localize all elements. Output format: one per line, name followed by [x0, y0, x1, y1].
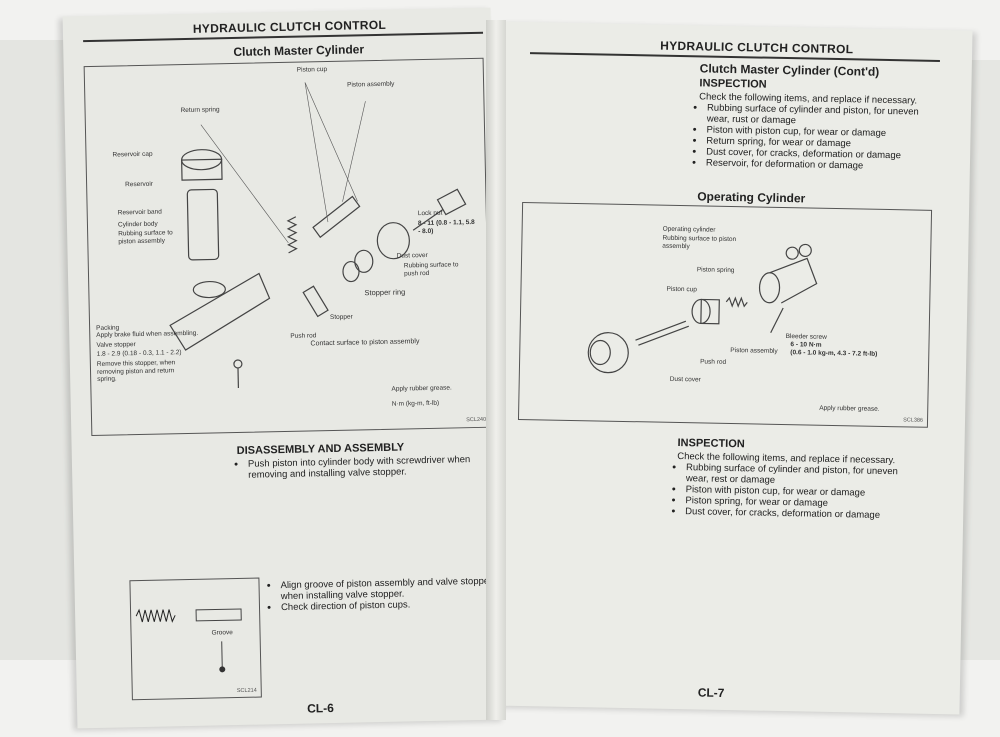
inspection-list: Rubbing surface of cylinder and piston, …: [690, 102, 941, 173]
operating-cylinder-title: Operating Cylinder: [697, 189, 806, 206]
label-stopper-ring: Stopper ring: [364, 287, 406, 298]
page-header: HYDRAULIC CLUTCH CONTROL: [660, 38, 854, 57]
page-header: HYDRAULIC CLUTCH CONTROL: [192, 17, 387, 36]
inspection2-heading: INSPECTION: [677, 437, 745, 451]
label-lock-nut-torque: 8 - 11 (0.8 - 1.1, 5.8 - 8.0): [417, 218, 475, 235]
figure-code: SCL240: [466, 416, 487, 424]
legend-grease: Apply rubber grease.: [819, 404, 880, 413]
inspection-heading: INSPECTION: [699, 77, 767, 91]
label-reservoir-band: Reservoir band: [117, 208, 162, 217]
section-title: Clutch Master Cylinder: [233, 42, 365, 59]
label-bleeder-screw: Bleeder screw: [785, 333, 827, 341]
legend-torque: N·m (kg-m, ft-lb): [391, 399, 440, 408]
label-push-rod: Push rod: [700, 358, 727, 366]
master-cylinder-diagram: Piston cup Piston assembly Return spring…: [83, 57, 492, 437]
section-title: Clutch Master Cylinder (Cont'd): [699, 61, 880, 79]
piston-groove-drawing: [135, 608, 242, 673]
page-number: CL-7: [697, 685, 725, 700]
inspection2-list: Rubbing surface of cylinder and piston, …: [669, 462, 920, 522]
label-piston-spring: Piston spring: [696, 266, 735, 275]
label-dust-cover-note: Rubbing surface to push rod: [403, 261, 459, 277]
operating-cylinder-drawing: [587, 243, 818, 374]
label-dust-cover: Dust cover: [669, 375, 701, 384]
label-cylinder-body-note: Rubbing surface to piston assembly: [118, 229, 173, 245]
label-reservoir: Reservoir: [125, 180, 154, 189]
page-number: CL-6: [306, 701, 334, 716]
label-piston-assembly: Piston assembly: [730, 347, 778, 355]
label-valve-stopper-note: Remove this stopper, when removing pisto…: [96, 359, 176, 383]
label-reservoir-cap: Reservoir cap: [112, 150, 153, 159]
disassembly-heading: DISASSEMBLY AND ASSEMBLY: [236, 441, 405, 458]
left-page: HYDRAULIC CLUTCH CONTROL Clutch Master C…: [62, 7, 506, 729]
label-groove: Groove: [211, 629, 233, 637]
label-operating-cylinder: Operating cylinder: [662, 225, 716, 234]
label-piston-assembly: Piston assembly: [347, 80, 395, 89]
operating-cylinder-diagram: Operating cylinder Rubbing surface to pi…: [517, 201, 933, 428]
figure-code: SCL386: [903, 417, 924, 424]
right-page: HYDRAULIC CLUTCH CONTROL Clutch Master C…: [487, 21, 973, 715]
groove-diagram: Groove SCL214: [129, 577, 262, 701]
list-item: Push piston into cylinder body with scre…: [232, 454, 492, 481]
exploded-view-drawing: [169, 82, 467, 388]
label-return-spring: Return spring: [180, 106, 220, 115]
label-cylinder-body: Cylinder body: [117, 220, 158, 229]
label-valve-stopper: Valve stopper: [96, 341, 136, 349]
book-gutter: [486, 20, 506, 720]
disassembly-list: Push piston into cylinder body with scre…: [232, 454, 492, 481]
label-operating-cylinder-note: Rubbing surface to piston assembly: [662, 234, 737, 250]
assembly-list: Align groove of piston assembly and valv…: [264, 576, 495, 614]
label-push-rod: Push rod: [290, 332, 317, 340]
label-piston-cup: Piston cup: [666, 285, 697, 294]
figure-code: SCL214: [236, 687, 257, 695]
label-dust-cover: Dust cover: [396, 251, 428, 260]
legend-grease: Apply rubber grease.: [391, 384, 452, 393]
label-lock-nut: Lock nut: [417, 209, 443, 218]
label-bleeder-torque: 6 - 10 N·m: [790, 341, 822, 349]
label-piston-cup: Piston cup: [296, 66, 328, 74]
label-stopper: Stopper: [329, 313, 353, 322]
